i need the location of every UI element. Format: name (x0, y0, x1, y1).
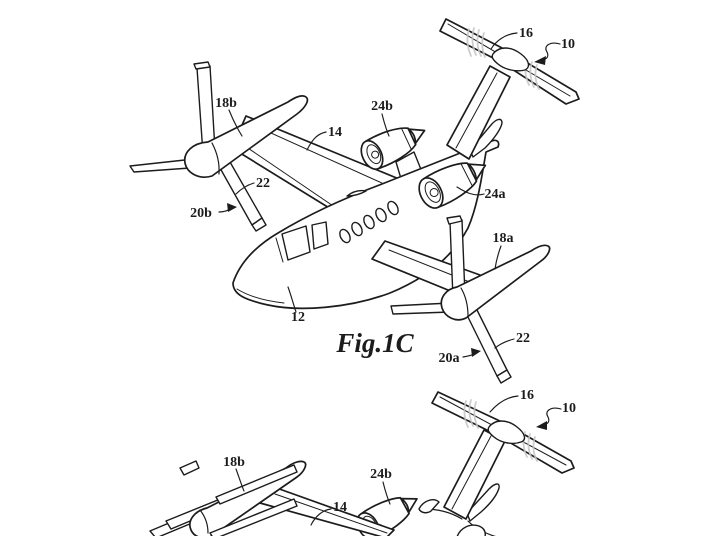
nacelle-cowl-seam (400, 127, 413, 151)
leader-18b-top (228, 109, 243, 137)
ref-label-22-upper-left: 22 (256, 176, 270, 191)
leader-16-top (490, 32, 518, 50)
tail-assembly (418, 391, 575, 536)
windshield-pane-right (311, 221, 329, 250)
left-wing-flap-line (238, 141, 346, 215)
leader-24b-top (381, 113, 390, 137)
leader-lines (218, 32, 562, 526)
leader-22-upper-left (235, 182, 255, 195)
fin-inner-line (455, 72, 498, 149)
ref-label-20a: 20a (439, 351, 460, 366)
nacelle-intake-inner (366, 144, 382, 165)
arrowhead-10-bottom (536, 421, 547, 430)
right-rotor (390, 215, 551, 384)
leader-14-bottom (310, 508, 332, 526)
ref-label-18b-top: 18b (215, 96, 237, 111)
ref-label-10-top: 10 (561, 37, 575, 52)
nacelle-tail-cone (400, 497, 418, 514)
spinner-seam-line (199, 509, 209, 534)
ref-label-10-bottom: 10 (562, 401, 576, 416)
rotor-blade-tip-cap (496, 369, 512, 384)
leader-18a (494, 245, 502, 270)
arrowhead-20b (227, 203, 237, 212)
leader-10-bottom-arrow (544, 407, 562, 425)
wingtip-pod-18a (440, 244, 551, 321)
cabin-window (375, 207, 387, 223)
nose-seam-line (236, 288, 285, 304)
nacelle-cowl-seam (460, 162, 474, 187)
aircraft-figure-deployed (129, 18, 580, 384)
leader-10-top-arrow (543, 42, 561, 60)
nacelle-intake-inner (424, 181, 441, 203)
ref-label-18b-bottom: 18b (223, 455, 245, 470)
windshield-pane-left (281, 225, 311, 261)
ref-label-22-lower-right: 22 (516, 331, 530, 346)
ref-label-16-top: 16 (519, 26, 533, 41)
leader-12 (287, 286, 297, 313)
cabin-windows (339, 200, 399, 244)
rotor-blade-diagonal-22 (219, 161, 263, 226)
stabilizer-shading (463, 399, 538, 462)
rotor-blade-tip-cap (446, 215, 463, 225)
ref-label-18a: 18a (493, 231, 514, 246)
ref-label-24b-top: 24b (371, 99, 393, 114)
rotor-blade-tip-cap (193, 61, 211, 70)
figure-caption: Fig.1C (335, 328, 414, 358)
ref-label-12: 12 (291, 310, 305, 325)
rotor-blade-diagonal-22 (465, 307, 508, 377)
rotor-blade-tip-cap (251, 217, 267, 232)
near-nacelle-hint (456, 524, 486, 536)
fin-bullet-fairing (487, 420, 526, 445)
stabilizer-shading (466, 27, 540, 90)
tail-cone (466, 483, 500, 522)
ref-label-16-bottom: 16 (520, 388, 534, 403)
ref-label-14-top: 14 (328, 125, 342, 140)
nacelle-tail-cone (467, 163, 487, 181)
far-pod-tip (418, 499, 440, 514)
folded-blade (209, 498, 298, 536)
nacelle-fan-hub (429, 188, 439, 198)
arrowhead-10-top (534, 56, 546, 65)
leader-22-lower-right (494, 338, 515, 349)
left-rotor (129, 61, 309, 232)
wingtip-pod-18b (183, 95, 309, 178)
tail-cone (469, 118, 503, 158)
engine-nacelle-24b (360, 127, 426, 183)
ref-label-24a: 24a (485, 187, 506, 202)
ref-label-20b: 20b (190, 206, 212, 221)
cabin-window (351, 221, 363, 237)
ref-label-24b-bottom: 24b (370, 467, 392, 482)
tail-assembly (439, 18, 580, 160)
spinner-seam-line (460, 287, 469, 317)
fin-bullet-fairing (491, 47, 530, 72)
windshield-frame-line (275, 237, 284, 263)
nacelle-fan-hub (371, 150, 380, 159)
spinner-seam-line (211, 142, 220, 175)
dorsal-vent (346, 189, 367, 197)
aircraft-figure-stowed (149, 391, 575, 536)
folded-blade (215, 464, 298, 505)
leader-24a (456, 186, 485, 196)
ref-labels-layer: 18b 14 24b 16 10 22 20b 24a 18a 12 22 20a 16 10 18b 24b… (190, 26, 576, 515)
fin-inner-line (451, 435, 492, 510)
cabin-window (339, 228, 351, 244)
leader-24b-bottom (382, 481, 391, 505)
leader-16-bottom (489, 395, 519, 413)
nacelle-tail-cone (407, 128, 426, 145)
leader-14-top (306, 131, 327, 151)
arrowhead-20a (471, 348, 481, 357)
ref-label-14-bottom: 14 (333, 500, 347, 515)
leader-18b-bottom (235, 468, 245, 492)
left-wing-spar-line (250, 123, 405, 194)
cabin-window (363, 214, 375, 230)
cabin-window (387, 200, 399, 216)
engine-nacelle-24a (418, 162, 487, 209)
folded-blade-tip (179, 460, 200, 476)
left-rotor-folded (149, 460, 307, 536)
